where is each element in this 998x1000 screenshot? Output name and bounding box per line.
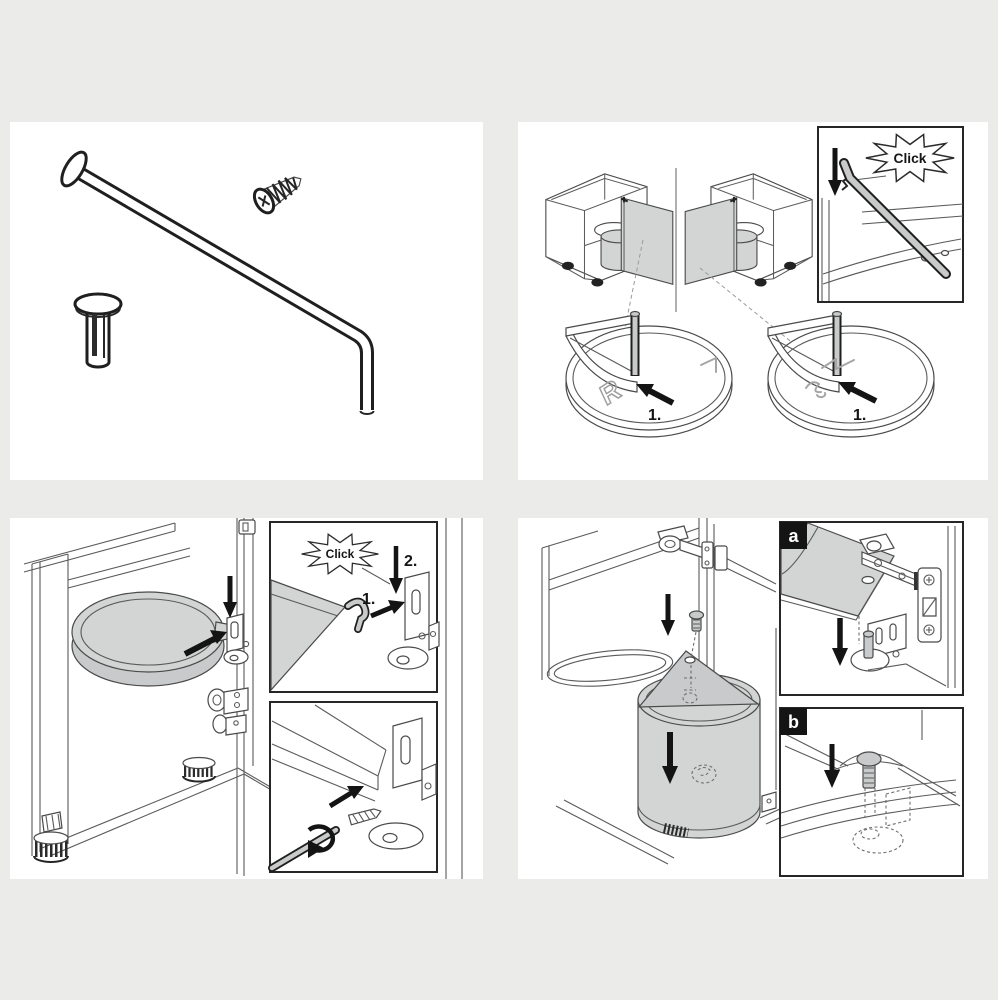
hinge-arm xyxy=(859,533,920,590)
inset-a: a xyxy=(779,521,964,696)
screw-inset xyxy=(268,701,438,873)
dowel-pin xyxy=(73,292,123,369)
click-inset: Click 2. 1. xyxy=(269,521,440,693)
step-label: 1. xyxy=(648,407,661,424)
rod-head xyxy=(60,150,88,188)
adjustable-foot xyxy=(33,811,69,863)
cabinet-left xyxy=(544,172,674,288)
parts-panel xyxy=(10,122,483,480)
lid-corner-plate xyxy=(637,650,760,708)
screw xyxy=(347,808,382,826)
svg-text:b: b xyxy=(788,712,799,732)
svg-text:Click: Click xyxy=(894,150,927,166)
svg-text:a: a xyxy=(788,526,799,546)
euro-screw xyxy=(252,176,302,215)
tray-left: R 1. xyxy=(566,312,732,438)
dowel-pin xyxy=(856,751,882,789)
tray-install-illustration: R 1. 1. Click xyxy=(544,126,964,480)
top-bracket xyxy=(238,519,256,535)
click-callout: Click xyxy=(301,533,379,575)
bin-install-panel: a b xyxy=(518,518,988,879)
click-inset: Click xyxy=(817,126,964,303)
adjustable-foot xyxy=(182,756,216,783)
push-arrow-icon xyxy=(370,603,396,619)
lid-install-panel: Click 2. 1. xyxy=(10,518,483,879)
hinge xyxy=(657,525,728,571)
swing-ring xyxy=(546,649,674,687)
pivot-bracket xyxy=(850,613,907,672)
hinge xyxy=(207,687,249,736)
door-bracket xyxy=(223,613,250,665)
corner-bracket xyxy=(387,571,440,670)
dowel-pin xyxy=(688,610,705,659)
door-frame xyxy=(445,518,463,879)
pivot-rod xyxy=(60,150,375,415)
inset-b-badge xyxy=(780,708,807,735)
click-callout: Click xyxy=(865,133,955,183)
recycle-mark xyxy=(691,764,717,784)
hidden-bracket xyxy=(852,787,911,854)
lid-corner xyxy=(270,579,347,692)
inset-a-badge xyxy=(780,522,807,549)
inset-b: b xyxy=(779,707,964,877)
step2-label: 2. xyxy=(404,553,417,570)
tray-install-panel: R 1. 1. Click xyxy=(518,122,988,480)
svg-text:Click: Click xyxy=(326,547,355,561)
step1-label: 1. xyxy=(362,591,375,608)
step-label: 1. xyxy=(853,407,866,424)
push-arrow-icon xyxy=(183,635,218,657)
cabinet-right xyxy=(684,172,814,288)
corner-bracket xyxy=(368,717,437,850)
leader-right xyxy=(699,267,811,358)
cabinet-main xyxy=(23,518,327,876)
tray-right: 1. xyxy=(768,312,934,438)
bin-install-illustration: a b xyxy=(541,518,964,877)
parts-illustration xyxy=(60,150,375,415)
lid-install-illustration: Click 2. 1. xyxy=(23,518,463,879)
mount-plate xyxy=(917,567,942,643)
